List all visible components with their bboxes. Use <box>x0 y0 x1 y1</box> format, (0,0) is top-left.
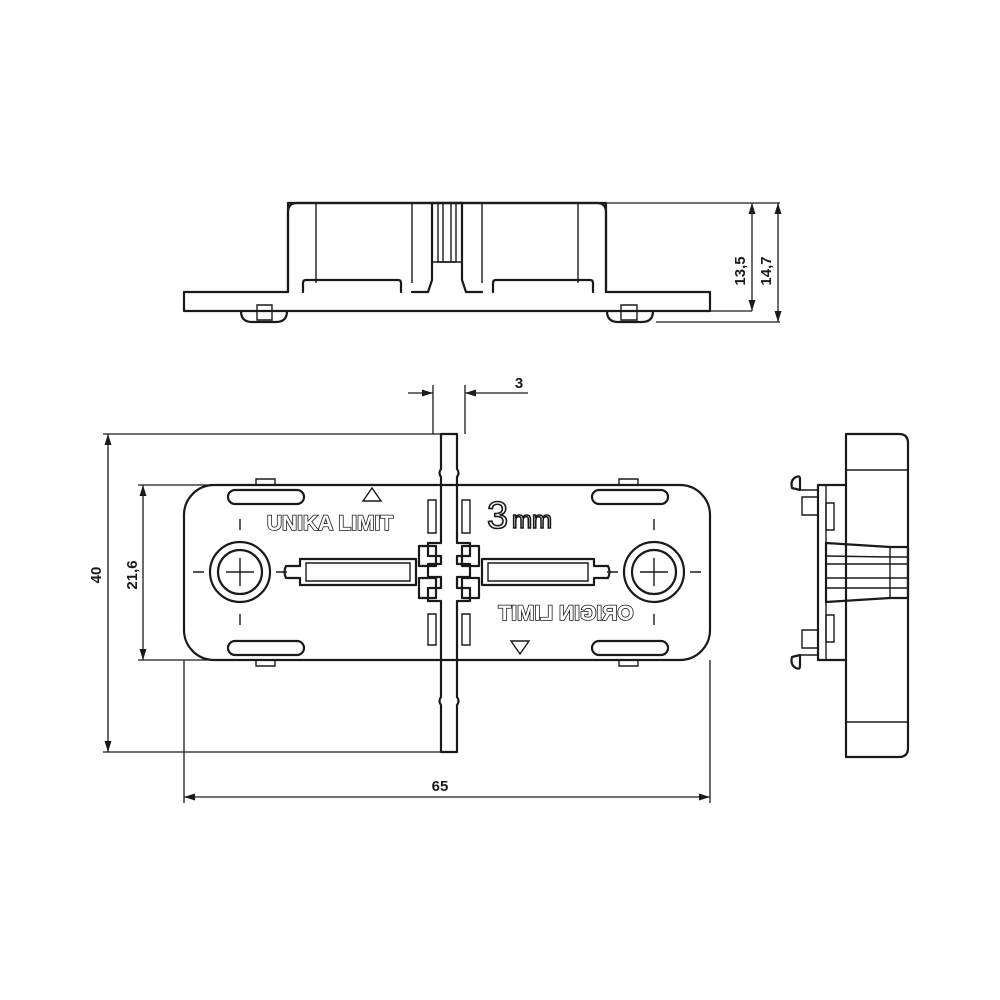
side-elevation-view: 13,5 14,7 <box>182 201 782 324</box>
dim-total-height-top: 13,5 <box>732 256 749 285</box>
secondary-engraving: ORIGIN LIMIT <box>498 602 633 625</box>
plan-view: UNIKA LIMIT 3 mm ORIGIN LIMIT 3 40 21,6 … <box>88 375 712 803</box>
brand-engraving: UNIKA LIMIT <box>267 512 394 535</box>
dim-overall-width: 65 <box>432 778 449 795</box>
dim-total-height-full: 14,7 <box>758 256 775 285</box>
dim-gap: 3 <box>515 375 523 392</box>
dim-overall-height: 40 <box>88 567 105 584</box>
dim-inner-height: 21,6 <box>124 560 141 589</box>
thickness-unit-engraving: mm <box>512 507 552 534</box>
end-view <box>790 432 910 759</box>
thickness-engraving: 3 <box>487 495 508 537</box>
